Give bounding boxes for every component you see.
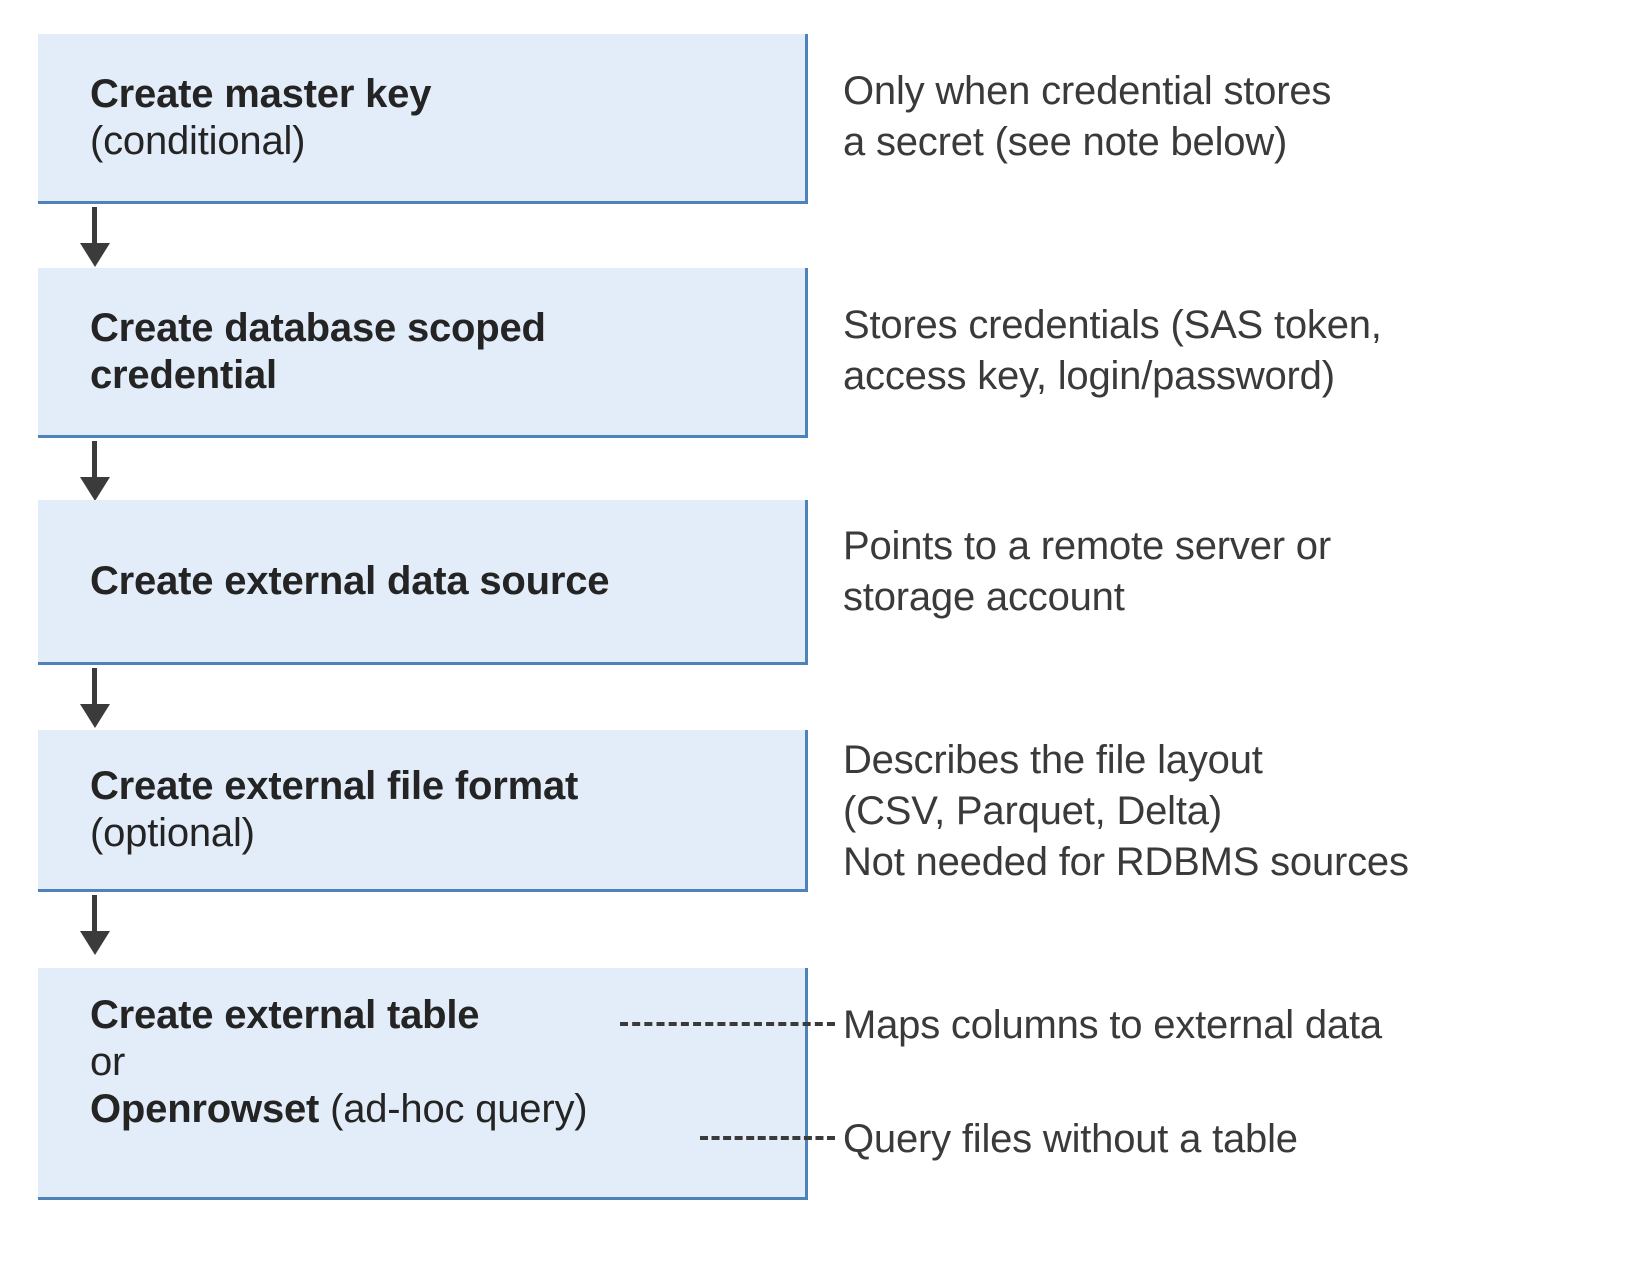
step-box-create-external-data-source[interactable]: Create external data source	[38, 500, 808, 665]
step-title: Create external data source	[90, 558, 610, 603]
final-step-line-or: or	[90, 1039, 126, 1084]
arrow-down-4	[80, 895, 110, 955]
step-title: Create master key	[90, 71, 432, 116]
note-create-database-scoped-credential: Stores credentials (SAS token, access ke…	[843, 303, 1382, 399]
note-openrowset: Query files without a table	[843, 1117, 1298, 1161]
note-create-external-file-format: Describes the file layout (CSV, Parquet,…	[843, 738, 1409, 885]
leader-line-openrowset	[700, 1136, 835, 1140]
arrow-down-2	[80, 441, 110, 501]
step-box-create-external-file-format[interactable]: Create external file format (optional)	[38, 730, 808, 892]
note-create-master-key: Only when credential stores a secret (se…	[843, 69, 1332, 165]
final-step-line-create-external-table: Create external table	[90, 993, 480, 1037]
arrow-down-1	[80, 207, 110, 267]
step-box-create-external-table-or-openrowset[interactable]: Create external table or Openrowset (ad-…	[38, 968, 808, 1200]
note-create-external-table: Maps columns to external data	[843, 1003, 1382, 1047]
leader-line-external-table	[620, 1022, 835, 1026]
openrowset-label: Openrowset	[90, 1086, 320, 1131]
step-box-create-master-key[interactable]: Create master key (conditional)	[38, 34, 808, 204]
arrow-down-3	[80, 668, 110, 728]
final-step-line-openrowset: Openrowset (ad-hoc query)	[90, 1086, 805, 1133]
step-title: Create database scoped credential	[90, 305, 546, 397]
step-title: Create external file format	[90, 763, 579, 808]
openrowset-qualifier: (ad-hoc query)	[319, 1086, 588, 1131]
step-box-create-database-scoped-credential[interactable]: Create database scoped credential	[38, 268, 808, 438]
note-create-external-data-source: Points to a remote server or storage acc…	[843, 524, 1331, 620]
step-subtitle: (conditional)	[90, 118, 306, 163]
step-subtitle: (optional)	[90, 810, 255, 855]
